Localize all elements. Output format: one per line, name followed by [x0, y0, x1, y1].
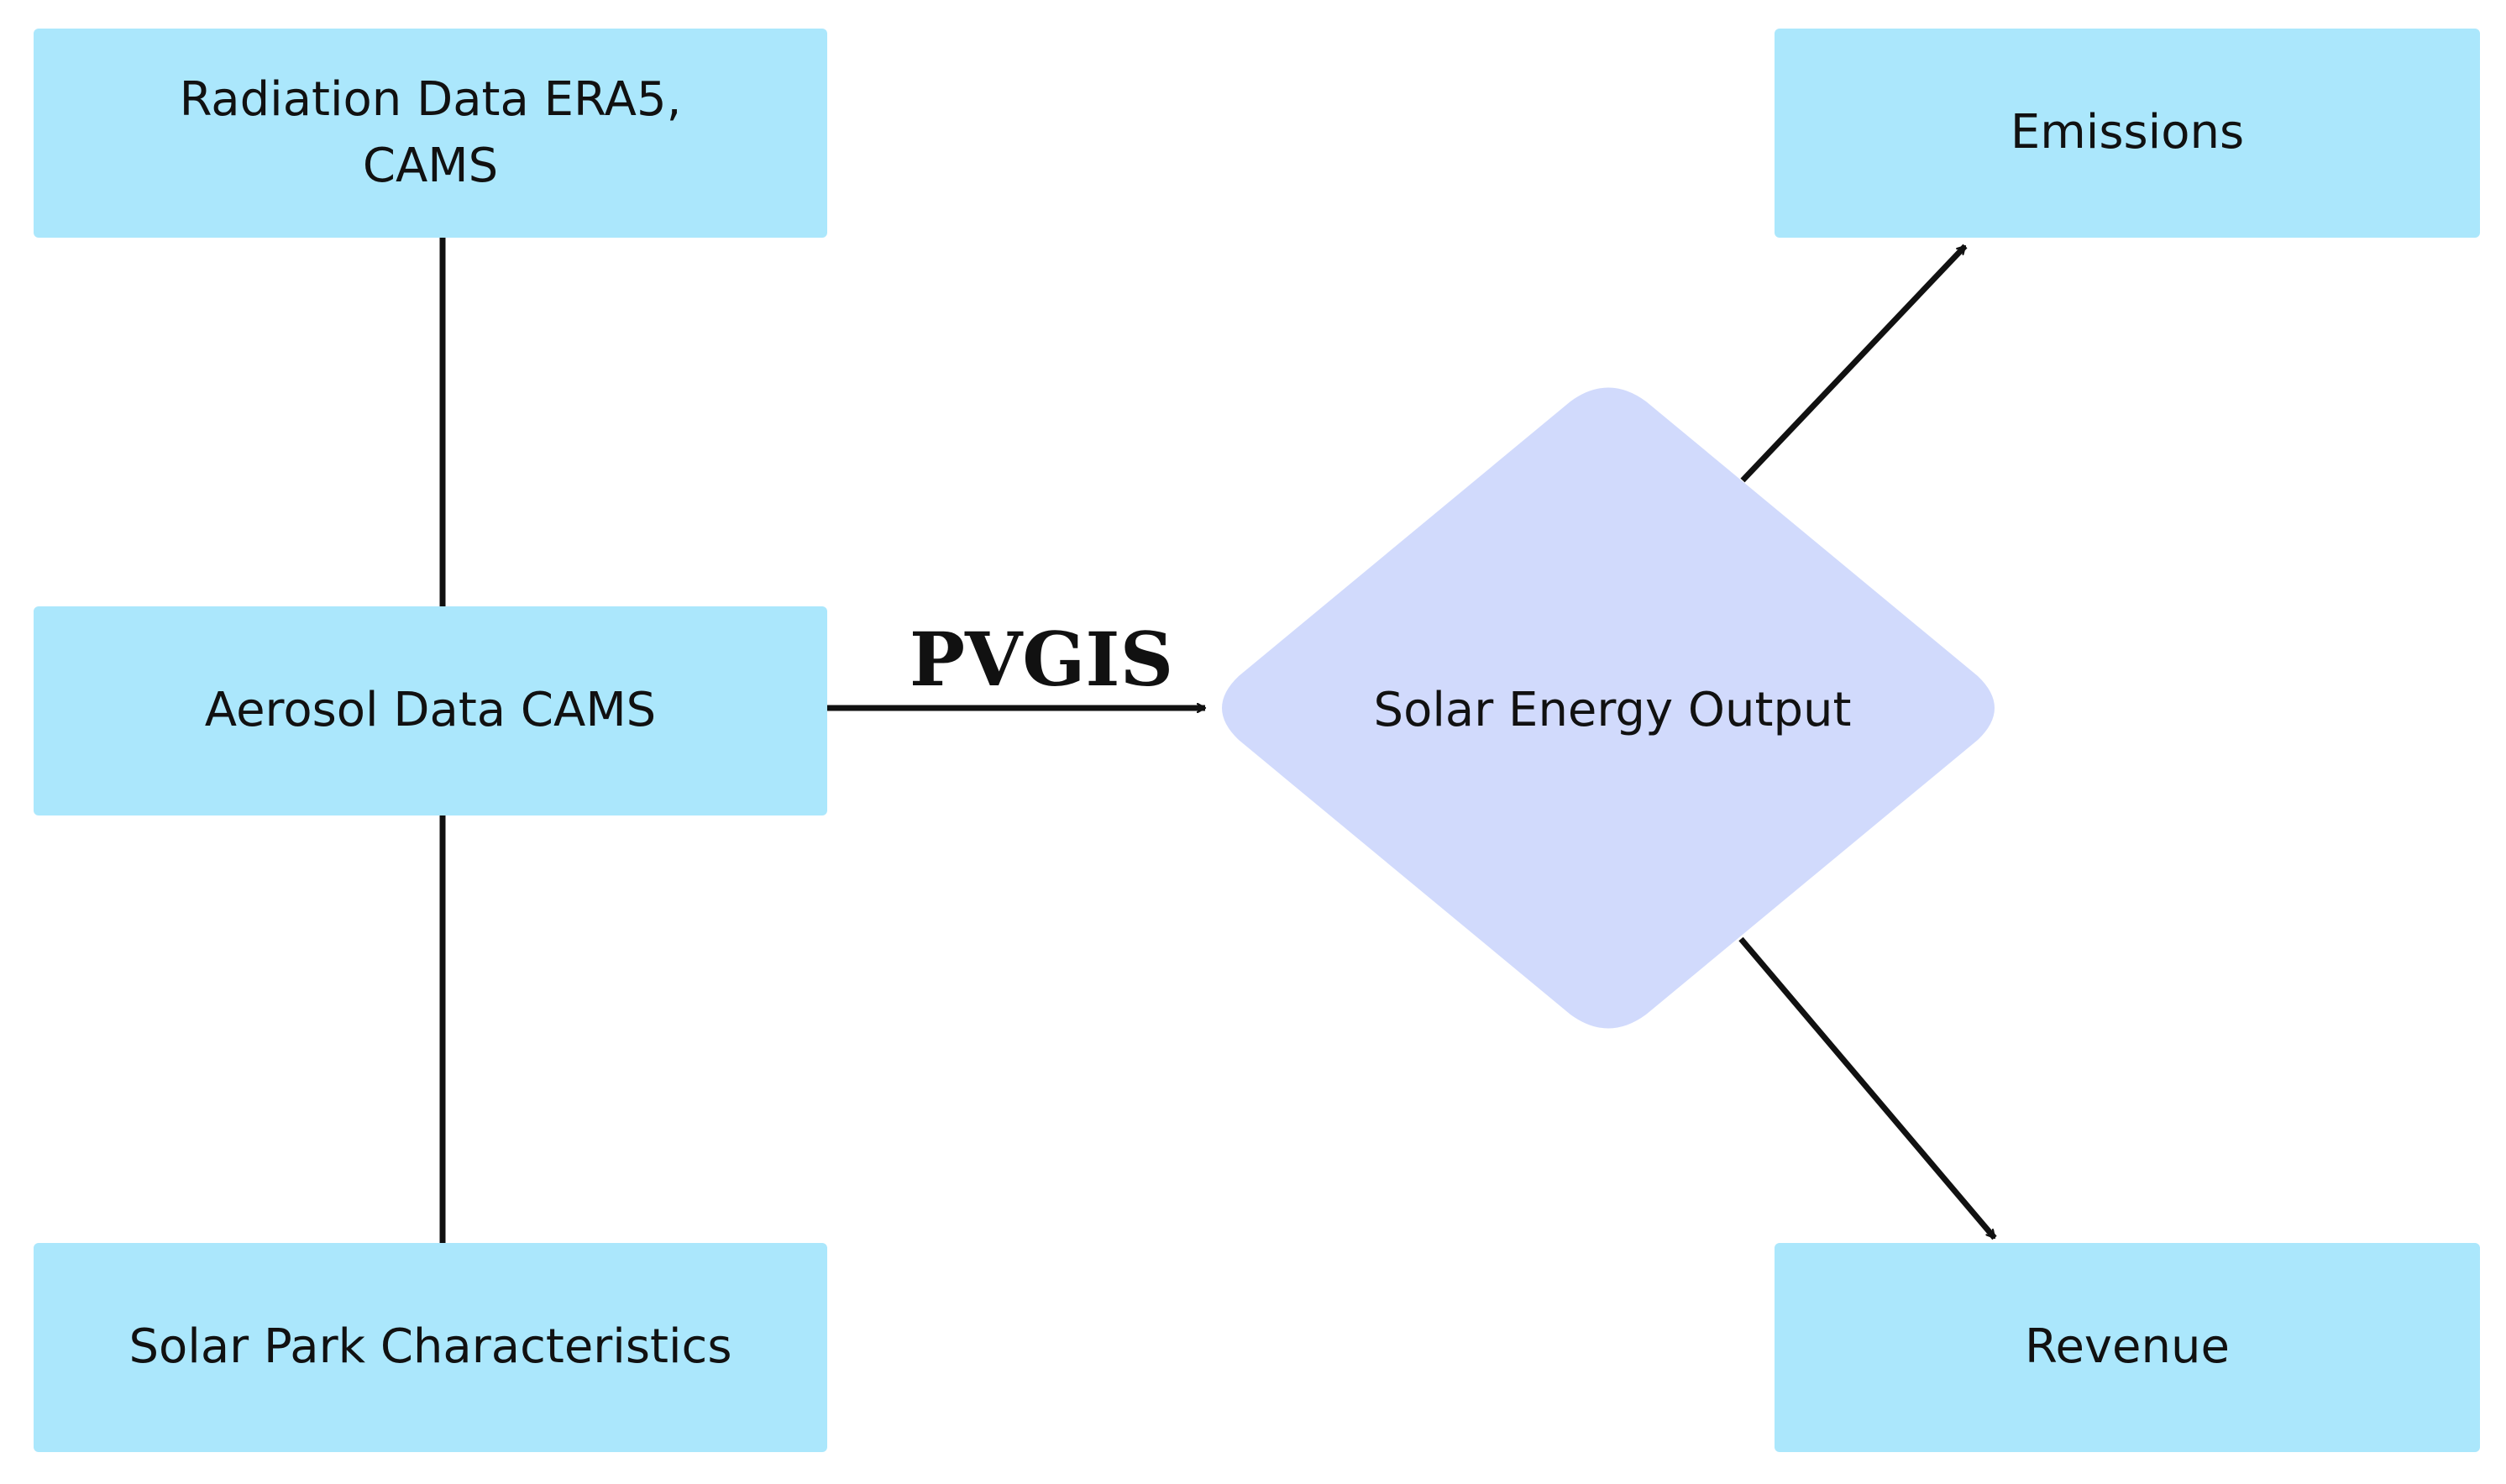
node-solar-park-characteristics: Solar Park Characteristics	[34, 1243, 827, 1452]
arrow-output-emissions	[1740, 244, 1968, 483]
output-diamond	[1222, 387, 1995, 1029]
node-aerosol-label: Aerosol Data CAMS	[204, 683, 657, 738]
node-radiation-label-line1: Radiation Data ERA5,	[179, 72, 682, 128]
node-radiation-data: Radiation Data ERA5, CAMS	[34, 29, 827, 238]
node-park-label: Solar Park Characteristics	[128, 1319, 732, 1375]
node-radiation-label-line2: CAMS	[362, 138, 499, 193]
node-emissions-label: Emissions	[2010, 105, 2245, 160]
edge-label-pvgis: PVGIS	[890, 613, 1193, 705]
node-aerosol-data: Aerosol Data CAMS	[34, 606, 827, 815]
node-solar-energy-output: Solar Energy Output	[1218, 663, 2007, 756]
node-revenue-label: Revenue	[2025, 1319, 2230, 1375]
arrow-output-revenue	[1738, 936, 1997, 1240]
node-revenue: Revenue	[1775, 1243, 2480, 1452]
edge-label-pvgis-text: PVGIS	[909, 616, 1174, 703]
node-output-label: Solar Energy Output	[1373, 682, 1852, 737]
node-emissions: Emissions	[1775, 29, 2480, 238]
